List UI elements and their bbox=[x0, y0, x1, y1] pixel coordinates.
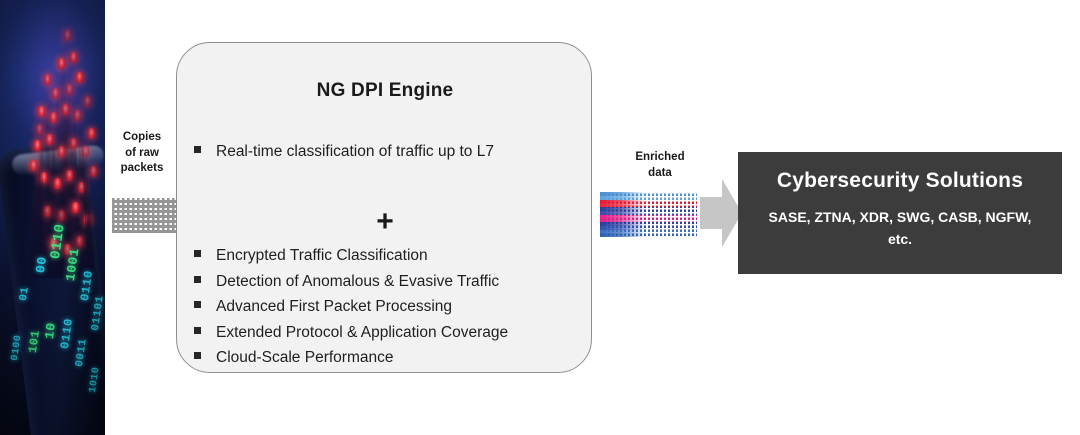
ng-dpi-engine-panel: NG DPI Engine Real-time classification o… bbox=[176, 42, 592, 373]
capability-bullet-text: Encrypted Traffic Classification bbox=[216, 247, 428, 264]
capability-bullet-row: Advanced First Packet Processing bbox=[194, 295, 584, 319]
copies-label-line-1: Copies bbox=[122, 131, 162, 143]
copies-label-line-3: packets bbox=[120, 162, 164, 175]
fiber-strand-tip bbox=[34, 140, 41, 151]
fiber-strand-tip bbox=[30, 160, 37, 171]
enriched-label-line-1: Enriched bbox=[635, 151, 685, 163]
fiber-strand-tip bbox=[76, 236, 83, 247]
stripe-dither-texture bbox=[600, 192, 697, 237]
square-bullet-icon bbox=[194, 275, 201, 283]
fiber-strand-tip bbox=[58, 210, 65, 221]
fiber-strand-tip bbox=[58, 58, 65, 69]
fiber-strand-tip bbox=[40, 172, 47, 183]
copies-label-line-2: of raw bbox=[125, 146, 159, 159]
square-bullet-icon bbox=[194, 326, 201, 334]
capability-bullet-text: Detection of Anomalous & Evasive Traffic bbox=[216, 272, 500, 290]
capability-bullet-row: Detection of Anomalous & Evasive Traffic bbox=[194, 270, 584, 294]
plus-separator: + bbox=[376, 205, 394, 238]
fiber-strand-tip bbox=[70, 52, 77, 63]
fiber-strand-tip bbox=[64, 30, 71, 41]
fiber-strand-tip bbox=[36, 124, 43, 135]
capability-bullet-row: Extended Protocol & Application Coverage bbox=[194, 321, 584, 345]
fiber-strand-tip bbox=[66, 170, 73, 181]
fiber-strand-tip bbox=[58, 146, 65, 157]
capability-bullet-text: Real-time classification of traffic up t… bbox=[216, 143, 494, 160]
capability-bullet-text: Advanced First Packet Processing bbox=[216, 298, 453, 316]
cybersecurity-solutions-title: Cybersecurity Solutions bbox=[776, 169, 1024, 192]
fiber-strand-tip bbox=[52, 88, 59, 99]
fiber-strand-tip bbox=[84, 96, 91, 107]
enriched-data-label: Enriched data bbox=[612, 150, 708, 181]
raw-packets-grid-pattern bbox=[112, 198, 178, 233]
capability-bullet-row: Encrypted Traffic Classification bbox=[194, 244, 584, 268]
capability-bullet-row: Real-time classification of traffic up t… bbox=[194, 140, 584, 164]
fiber-strand-tip bbox=[54, 178, 61, 189]
photo-vignette bbox=[0, 0, 105, 435]
fiber-strand-tip bbox=[46, 134, 53, 145]
square-bullet-icon bbox=[194, 250, 201, 257]
enriched-data-stripe-pattern bbox=[600, 192, 697, 237]
fiber-strand-tip bbox=[90, 166, 97, 177]
primary-capability-list: Real-time classification of traffic up t… bbox=[194, 140, 584, 166]
fiber-strand-tip bbox=[78, 182, 85, 193]
fiber-optic-cable-photo: 0100011010010110011010100101100110001110… bbox=[0, 0, 105, 435]
fiber-strand-tip bbox=[88, 128, 95, 139]
fiber-strand-tip bbox=[50, 112, 57, 123]
capability-bullet-text: Cloud-Scale Performance bbox=[216, 349, 394, 367]
copies-of-raw-packets-label: Copies of raw packets bbox=[107, 130, 177, 177]
fiber-strand-tip bbox=[64, 244, 71, 255]
fiber-strand-tip bbox=[76, 72, 83, 83]
fiber-strand-tip bbox=[38, 106, 45, 117]
square-bullet-icon bbox=[194, 301, 201, 309]
square-bullet-icon bbox=[194, 146, 201, 153]
right-arrow-icon bbox=[700, 178, 742, 248]
capability-bullet-row: Cloud-Scale Performance bbox=[194, 346, 584, 370]
square-bullet-icon bbox=[194, 352, 201, 360]
cybersecurity-solutions-subtitle: SASE, ZTNA, XDR, SWG, CASB, NGFW, etc. bbox=[768, 209, 1032, 247]
capability-bullet-text: Extended Protocol & Application Coverage bbox=[216, 323, 509, 341]
fiber-strand-tip bbox=[50, 238, 57, 249]
fiber-strand-tip bbox=[70, 138, 77, 149]
fiber-strand-tip bbox=[62, 104, 69, 115]
ng-dpi-engine-title: NG DPI Engine bbox=[316, 80, 454, 101]
fiber-strand-tip bbox=[44, 74, 51, 85]
fiber-strand-tip bbox=[44, 206, 51, 217]
cybersecurity-solutions-box: Cybersecurity Solutions SASE, ZTNA, XDR,… bbox=[738, 152, 1062, 274]
fiber-strand-tip bbox=[72, 202, 79, 213]
enriched-label-line-2: data bbox=[648, 166, 672, 179]
